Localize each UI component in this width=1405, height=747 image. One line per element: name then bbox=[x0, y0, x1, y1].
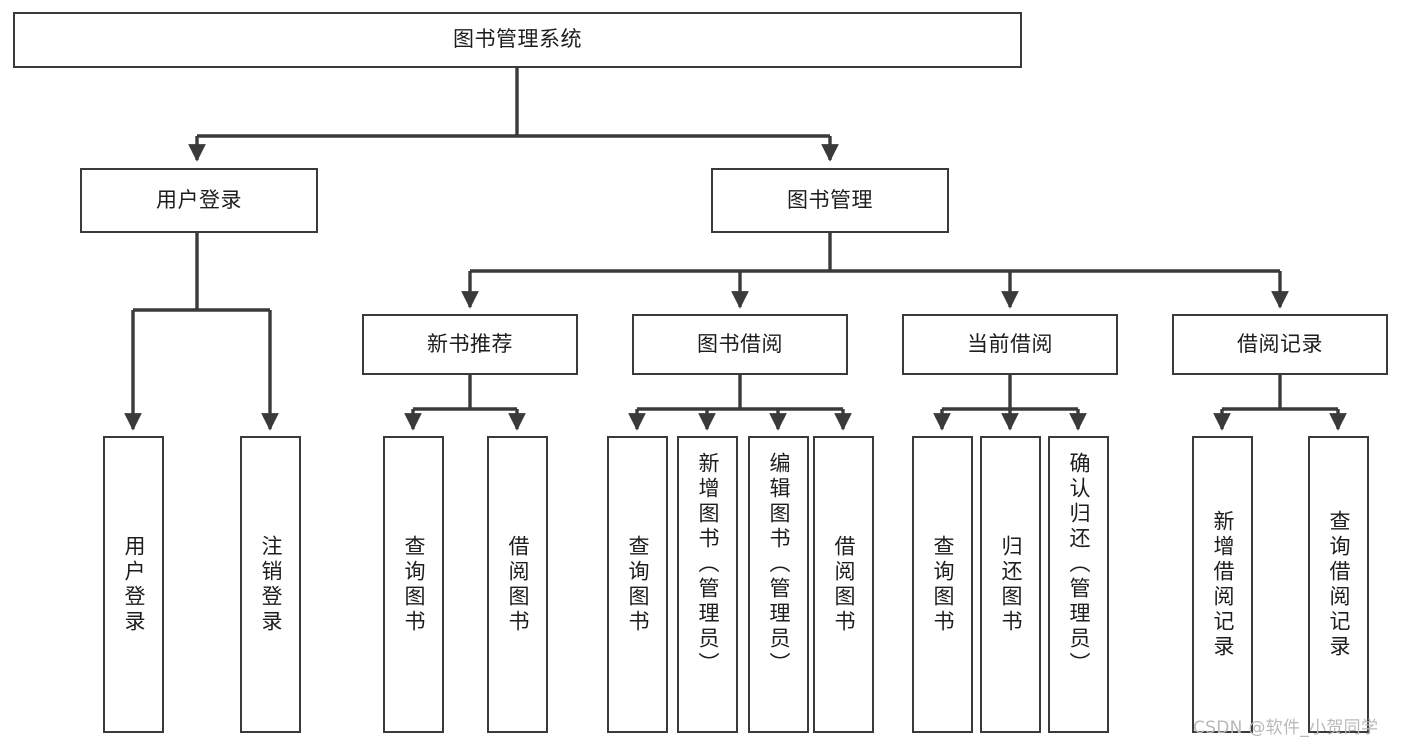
node-book-management[interactable]: 图书管理 bbox=[711, 168, 949, 233]
node-leaf-add-record[interactable]: 新增借阅记录 bbox=[1192, 436, 1253, 733]
node-root[interactable]: 图书管理系统 bbox=[13, 12, 1022, 68]
node-new-book-recommend[interactable]: 新书推荐 bbox=[362, 314, 578, 375]
node-book-borrow-label: 图书借阅 bbox=[697, 331, 783, 356]
node-current-borrow-label: 当前借阅 bbox=[967, 331, 1053, 356]
node-leaf-edit-book[interactable]: 编辑图书（管理员） bbox=[748, 436, 809, 733]
node-user-login[interactable]: 用户登录 bbox=[80, 168, 318, 233]
node-leaf-add-record-label: 新增借阅记录 bbox=[1211, 509, 1235, 660]
node-leaf-query-book-1[interactable]: 查询图书 bbox=[383, 436, 444, 733]
node-leaf-query-book-1-label: 查询图书 bbox=[402, 534, 426, 635]
node-leaf-borrow-book-2[interactable]: 借阅图书 bbox=[813, 436, 874, 733]
node-leaf-return-book-label: 归还图书 bbox=[999, 534, 1023, 635]
node-borrow-record[interactable]: 借阅记录 bbox=[1172, 314, 1388, 375]
node-leaf-query-book-3[interactable]: 查询图书 bbox=[912, 436, 973, 733]
node-leaf-add-book-label: 新增图书（管理员） bbox=[696, 452, 720, 677]
node-leaf-query-book-3-label: 查询图书 bbox=[931, 534, 955, 635]
node-leaf-confirm-return[interactable]: 确认归还（管理员） bbox=[1048, 436, 1109, 733]
node-leaf-confirm-return-label: 确认归还（管理员） bbox=[1067, 452, 1091, 677]
node-leaf-return-book[interactable]: 归还图书 bbox=[980, 436, 1041, 733]
node-leaf-borrow-book-1[interactable]: 借阅图书 bbox=[487, 436, 548, 733]
node-leaf-user-login[interactable]: 用户登录 bbox=[103, 436, 164, 733]
node-new-book-recommend-label: 新书推荐 bbox=[427, 331, 513, 356]
node-leaf-edit-book-label: 编辑图书（管理员） bbox=[767, 452, 791, 677]
node-user-login-label: 用户登录 bbox=[156, 187, 242, 212]
node-leaf-query-record[interactable]: 查询借阅记录 bbox=[1308, 436, 1369, 733]
node-leaf-logout-login-label: 注销登录 bbox=[259, 534, 283, 635]
node-leaf-query-book-2[interactable]: 查询图书 bbox=[607, 436, 668, 733]
node-leaf-add-book[interactable]: 新增图书（管理员） bbox=[677, 436, 738, 733]
node-book-borrow[interactable]: 图书借阅 bbox=[632, 314, 848, 375]
watermark-text: CSDN @软件_小贺同学 bbox=[1193, 718, 1379, 738]
node-current-borrow[interactable]: 当前借阅 bbox=[902, 314, 1118, 375]
node-leaf-query-record-label: 查询借阅记录 bbox=[1327, 509, 1351, 660]
node-leaf-borrow-book-2-label: 借阅图书 bbox=[832, 534, 856, 635]
node-book-management-label: 图书管理 bbox=[787, 187, 873, 212]
node-borrow-record-label: 借阅记录 bbox=[1237, 331, 1323, 356]
node-leaf-logout-login[interactable]: 注销登录 bbox=[240, 436, 301, 733]
node-root-label: 图书管理系统 bbox=[453, 27, 582, 52]
node-leaf-query-book-2-label: 查询图书 bbox=[626, 534, 650, 635]
node-leaf-borrow-book-1-label: 借阅图书 bbox=[506, 534, 530, 635]
node-leaf-user-login-label: 用户登录 bbox=[122, 534, 146, 635]
